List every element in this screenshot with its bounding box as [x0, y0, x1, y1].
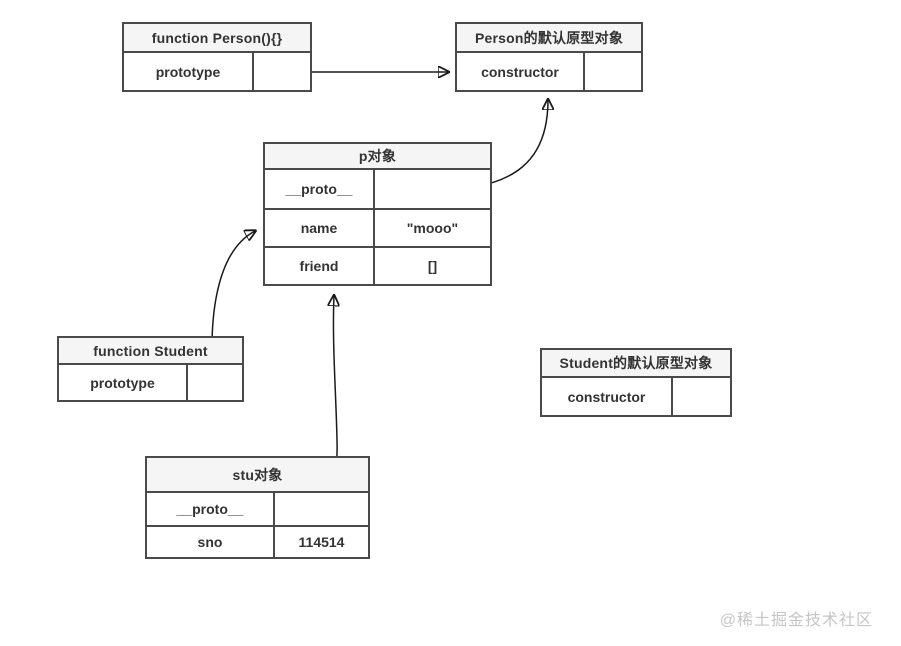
box-person-default-prototype: Person的默认原型对象 constructor	[455, 22, 643, 92]
table-row: constructor	[542, 378, 730, 415]
row-value-name: "mooo"	[406, 220, 459, 236]
row-key-friend: friend	[265, 248, 375, 284]
row-key-proto: __proto__	[147, 493, 275, 525]
table-row: prototype	[59, 365, 242, 400]
box-person-default-prototype-title: Person的默认原型对象	[457, 24, 641, 53]
row-key-constructor: constructor	[542, 378, 673, 415]
row-value-prototype	[188, 365, 242, 400]
box-function-person-title: function Person(){}	[124, 24, 310, 53]
row-key-prototype: prototype	[59, 365, 188, 400]
row-value-friend: []	[427, 258, 438, 274]
row-value-prototype	[254, 53, 310, 90]
box-p-object-title: p对象	[265, 144, 490, 170]
table-row: prototype	[124, 53, 310, 90]
box-function-student: function Student prototype	[57, 336, 244, 402]
table-row: constructor	[457, 53, 641, 90]
row-value-proto	[375, 170, 490, 208]
row-key-sno: sno	[147, 527, 275, 557]
box-stu-object: stu对象 __proto__ sno 114514	[145, 456, 370, 559]
row-key-constructor: constructor	[457, 53, 585, 90]
box-stu-object-title: stu对象	[147, 458, 368, 493]
table-row: friend []	[265, 246, 490, 284]
table-row: sno 114514	[147, 525, 368, 557]
row-value-constructor	[585, 53, 641, 90]
row-key-prototype: prototype	[124, 53, 254, 90]
row-key-name: name	[265, 210, 375, 246]
table-row: __proto__	[147, 493, 368, 525]
box-p-object: p对象 __proto__ name "mooo" friend []	[263, 142, 492, 286]
row-value-proto	[275, 493, 368, 525]
row-key-proto: __proto__	[265, 170, 375, 208]
box-function-person: function Person(){} prototype	[122, 22, 312, 92]
row-value-sno: 114514	[298, 534, 345, 550]
box-student-default-prototype-title: Student的默认原型对象	[542, 350, 730, 378]
box-function-student-title: function Student	[59, 338, 242, 365]
table-row: __proto__	[265, 170, 490, 208]
watermark: @稀土掘金技术社区	[719, 612, 873, 629]
row-value-constructor	[673, 378, 730, 415]
table-row: name "mooo"	[265, 208, 490, 246]
box-student-default-prototype: Student的默认原型对象 constructor	[540, 348, 732, 417]
